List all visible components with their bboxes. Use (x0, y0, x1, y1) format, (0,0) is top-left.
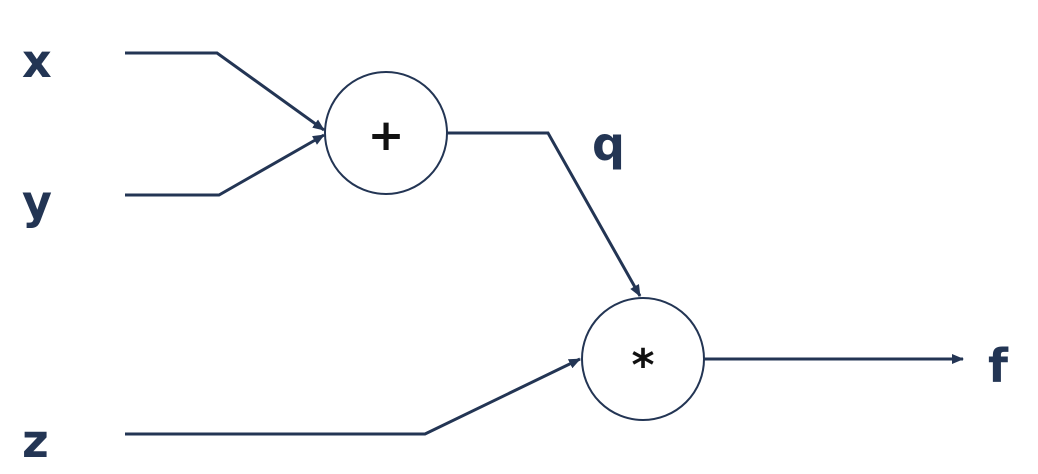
input-label-x: x (22, 34, 52, 88)
edge-z-to-multiply (125, 357, 581, 436)
edge-add-to-multiply (447, 131, 642, 297)
multiply-operator: * (631, 340, 654, 391)
add-operator: + (368, 110, 405, 161)
edge-y-to-add (125, 133, 325, 197)
output-label-f: f (988, 339, 1009, 393)
input-label-z: z (22, 414, 49, 468)
input-label-y: y (22, 175, 52, 229)
edge-x-to-add (125, 51, 325, 132)
intermediate-label-q: q (592, 117, 625, 171)
